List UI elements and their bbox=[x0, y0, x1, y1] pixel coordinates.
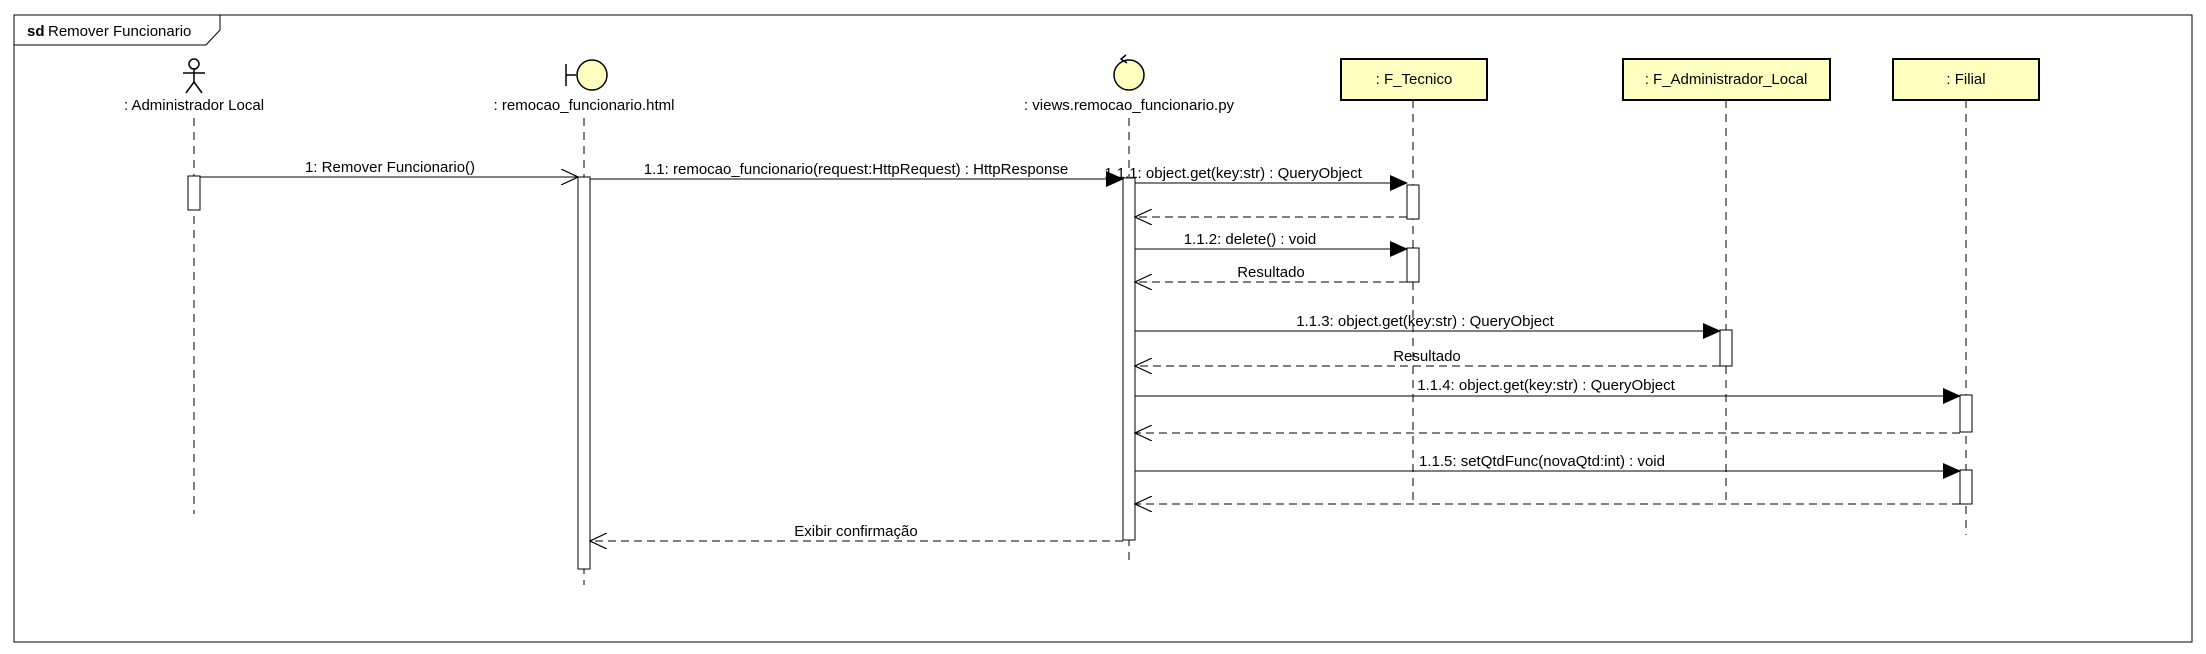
frame: sd Remover Funcionario bbox=[13, 14, 2193, 643]
lifeline-admin: : Administrador Local bbox=[124, 58, 264, 114]
message-1-1-2: 1.1.2: delete() : void bbox=[1135, 231, 1408, 257]
actor-icon bbox=[183, 58, 205, 94]
message-1-1: 1.1: remocao_funcionario(request:HttpReq… bbox=[590, 161, 1124, 187]
frame-keyword: sd bbox=[27, 23, 45, 40]
reply-1-1-2: Resultado bbox=[1135, 264, 1407, 282]
message-label: Exibir confirmação bbox=[794, 523, 917, 540]
lifeline-admlocal: : F_Administrador_Local bbox=[1622, 58, 1831, 101]
activation-filial-2 bbox=[1959, 469, 1973, 505]
activation-admin bbox=[187, 175, 201, 211]
message-label: 1.1.1: object.get(key:str) : QueryObject bbox=[1104, 165, 1362, 182]
lifeline-tecnico: : F_Tecnico bbox=[1340, 58, 1488, 101]
boundary-icon bbox=[565, 59, 608, 91]
lifeline-label-admin: : Administrador Local bbox=[124, 97, 264, 114]
lifeline-label-tecnico: : F_Tecnico bbox=[1376, 71, 1453, 88]
messages: 1: Remover Funcionario() 1.1: remocao_fu… bbox=[200, 159, 1961, 541]
message-1: 1: Remover Funcionario() bbox=[200, 159, 578, 177]
reply-exibir-confirmacao: Exibir confirmação bbox=[590, 523, 1123, 541]
lifeline-label-boundary: : remocao_funcionario.html bbox=[494, 97, 675, 114]
activation-admlocal bbox=[1719, 329, 1733, 367]
lifeline-label-admlocal: : F_Administrador_Local bbox=[1645, 71, 1808, 88]
lifeline-label-control: : views.remocao_funcionario.py bbox=[1024, 97, 1235, 114]
message-1-1-5: 1.1.5: setQtdFunc(novaQtd:int) : void bbox=[1135, 453, 1961, 479]
entity-box bbox=[1892, 58, 2040, 101]
entity-box bbox=[1340, 58, 1488, 101]
activation-control bbox=[1122, 177, 1136, 541]
message-1-1-1: 1.1.1: object.get(key:str) : QueryObject bbox=[1104, 165, 1408, 191]
lifeline-boundary: : remocao_funcionario.html bbox=[494, 59, 675, 114]
lifeline-filial: : Filial bbox=[1892, 58, 2040, 101]
message-label: 1.1: remocao_funcionario(request:HttpReq… bbox=[644, 161, 1068, 178]
message-label: 1.1.5: setQtdFunc(novaQtd:int) : void bbox=[1419, 453, 1665, 470]
activation-filial-1 bbox=[1959, 394, 1973, 433]
activation-tecnico-1 bbox=[1406, 184, 1420, 220]
message-label: Resultado bbox=[1237, 264, 1305, 281]
control-icon bbox=[1113, 54, 1145, 91]
message-label: 1.1.4: object.get(key:str) : QueryObject bbox=[1417, 377, 1675, 394]
activation-tecnico-2 bbox=[1406, 247, 1420, 283]
activation-boundary bbox=[577, 176, 591, 570]
lifeline-control: : views.remocao_funcionario.py bbox=[1024, 54, 1235, 114]
message-label: 1.1.3: object.get(key:str) : QueryObject bbox=[1296, 313, 1554, 330]
lifeline-label-filial: : Filial bbox=[1946, 71, 1985, 88]
entity-box bbox=[1622, 58, 1831, 101]
reply-1-1-3: Resultado bbox=[1135, 348, 1720, 366]
message-1-1-3: 1.1.3: object.get(key:str) : QueryObject bbox=[1135, 313, 1721, 339]
message-label: Resultado bbox=[1393, 348, 1461, 365]
message-label: 1: Remover Funcionario() bbox=[305, 159, 475, 176]
message-1-1-4: 1.1.4: object.get(key:str) : QueryObject bbox=[1135, 377, 1961, 404]
activation-bars bbox=[187, 175, 1973, 570]
frame-title: Remover Funcionario bbox=[48, 23, 191, 40]
message-label: 1.1.2: delete() : void bbox=[1184, 231, 1317, 248]
